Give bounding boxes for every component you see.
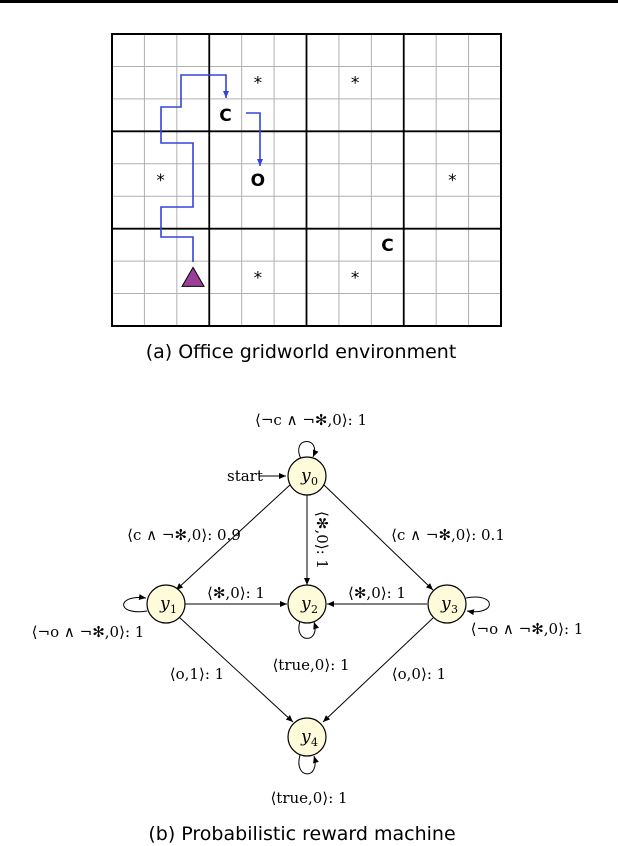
label-y3-y4: ⟨o,0⟩: 1 — [392, 665, 446, 683]
path-to-office — [246, 112, 263, 166]
agent-triangle-icon — [181, 266, 205, 287]
label-y3-y2: ⟨✻,0⟩: 1 — [348, 584, 406, 602]
top-rule — [0, 0, 618, 3]
caption-a: (a) Office gridworld environment — [146, 341, 457, 363]
caption-b: (b) Probabilistic reward machine — [148, 823, 455, 845]
node-y0-subscript: 0 — [311, 475, 318, 488]
coffee-cell: C — [219, 106, 231, 126]
node-y1: y 1 — [146, 584, 186, 624]
label-y1-y2: ⟨✻,0⟩: 1 — [207, 584, 265, 602]
edge-y1-y4 — [178, 616, 294, 723]
decoration-star-cell: * — [254, 268, 263, 288]
loop-y1 — [123, 594, 148, 613]
node-y2-subscript: 2 — [311, 603, 318, 616]
path-to-coffee — [160, 74, 229, 262]
label-y1-y4: ⟨o,1⟩: 1 — [170, 665, 224, 683]
label-y4-self: ⟨true,0⟩: 1 — [270, 789, 347, 807]
label-y0-y2: ⟨✻,0⟩: 1 — [313, 511, 331, 569]
label-y0-y1: ⟨c ∧ ¬✻,0⟩: 0.9 — [127, 526, 241, 544]
node-y3: y 3 — [427, 584, 467, 624]
loop-y0 — [298, 441, 319, 460]
label-y0-y3: ⟨c ∧ ¬✻,0⟩: 0.1 — [391, 526, 505, 544]
agent-path — [160, 74, 263, 262]
gridworld-symbols: * * C * O * C * * — [156, 74, 456, 289]
decoration-star-cell: * — [351, 268, 360, 288]
edge-y0-y3 — [322, 483, 434, 591]
reward-machine: y 0 y 1 y 2 y 3 y 4 start ⟨¬c ∧ ¬✻,0⟩: 1… — [32, 411, 584, 807]
label-y2-self: ⟨true,0⟩: 1 — [272, 656, 349, 674]
node-y4-subscript: 4 — [311, 736, 318, 749]
start-label: start — [227, 467, 263, 485]
label-y3-self: ⟨¬o ∧ ¬✻,0⟩: 1 — [471, 620, 584, 638]
node-y3-label: y — [440, 594, 451, 614]
node-y0: y 0 — [287, 456, 327, 496]
label-y1-self: ⟨¬o ∧ ¬✻,0⟩: 1 — [32, 623, 145, 641]
decoration-star-cell: * — [254, 74, 263, 94]
decoration-star-cell: * — [448, 171, 457, 191]
node-y2-label: y — [300, 594, 311, 614]
edge-y3-y4 — [322, 617, 434, 723]
node-y2: y 2 — [287, 584, 327, 624]
loop-y2 — [298, 620, 319, 639]
node-y1-subscript: 1 — [170, 603, 177, 616]
node-y0-label: y — [300, 466, 311, 486]
node-y3-subscript: 3 — [451, 603, 458, 616]
grid-border — [111, 33, 502, 327]
node-y4-label: y — [300, 727, 311, 747]
office-gridworld — [111, 33, 502, 327]
office-cell: O — [251, 171, 265, 191]
node-y1-label: y — [159, 594, 170, 614]
decoration-star-cell: * — [351, 74, 360, 94]
node-y4: y 4 — [287, 717, 327, 757]
loop-y4 — [298, 754, 319, 775]
label-y0-self: ⟨¬c ∧ ¬✻,0⟩: 1 — [255, 411, 367, 429]
edge-y0-y1 — [175, 483, 292, 591]
decoration-star-cell: * — [156, 171, 165, 191]
coffee-cell: C — [381, 236, 393, 256]
loop-y3 — [465, 596, 490, 616]
